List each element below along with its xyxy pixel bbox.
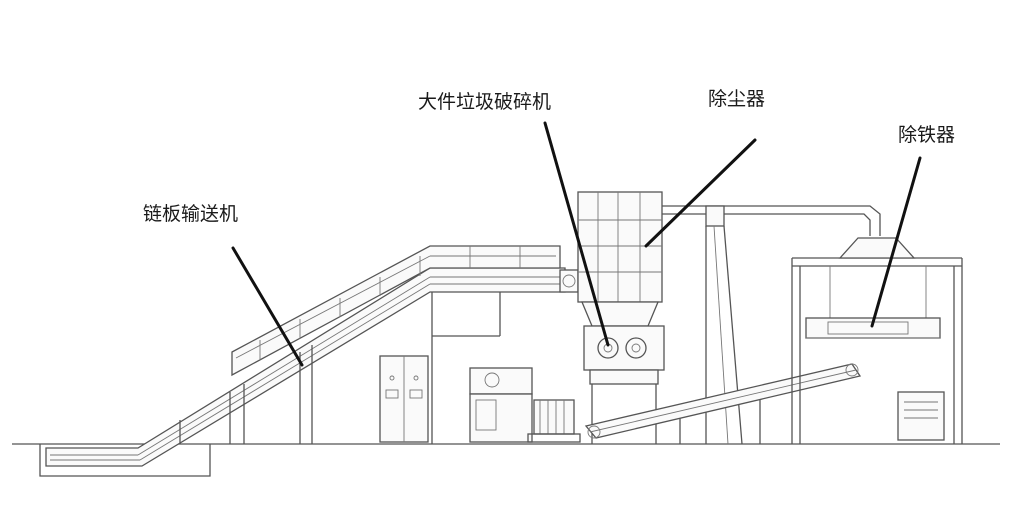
chain-plate-conveyor: [45, 245, 579, 467]
bulky-waste-shredder: [577, 191, 665, 444]
label-shredder: 大件垃圾破碎机: [418, 91, 552, 113]
control-cabinet: [379, 355, 429, 443]
label-dust-collector: 除尘器: [708, 88, 766, 110]
label-chain-conveyor: 链板输送机: [143, 203, 239, 225]
leader-shredder: [543, 121, 610, 347]
leader-chain-conveyor: [231, 246, 304, 367]
leader-lines: [231, 121, 922, 367]
label-iron-remover: 除铁器: [898, 124, 956, 146]
iron-collection-box: [897, 391, 945, 441]
leader-dust-collector: [644, 138, 757, 248]
hydraulic-drive-unit: [469, 367, 581, 443]
leader-iron-remover: [870, 156, 922, 328]
dust-collector-duct: [662, 205, 881, 445]
iron-remover-gantry: [791, 237, 963, 444]
conveyor-pit: [39, 444, 211, 477]
